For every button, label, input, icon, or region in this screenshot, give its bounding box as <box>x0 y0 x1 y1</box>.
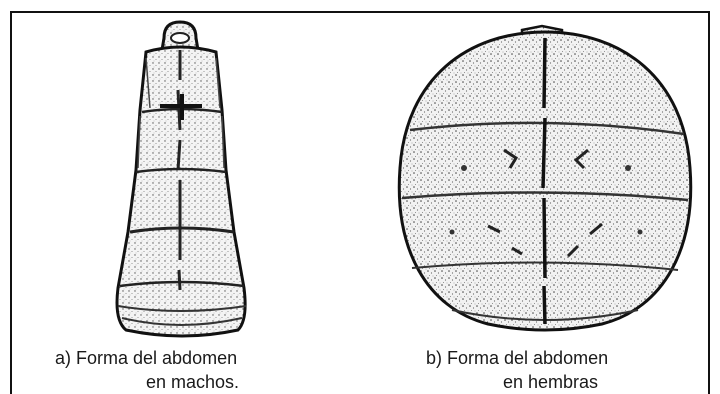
caption-b-line1: b) Forma del abdomen <box>426 347 608 369</box>
caption-a-line2: en machos. <box>146 371 239 393</box>
caption-b-line2: en hembras <box>503 371 598 393</box>
male-abdomen-drawing <box>98 20 268 342</box>
female-abdomen-drawing <box>392 18 698 336</box>
caption-a-line1: a) Forma del abdomen <box>55 347 237 369</box>
